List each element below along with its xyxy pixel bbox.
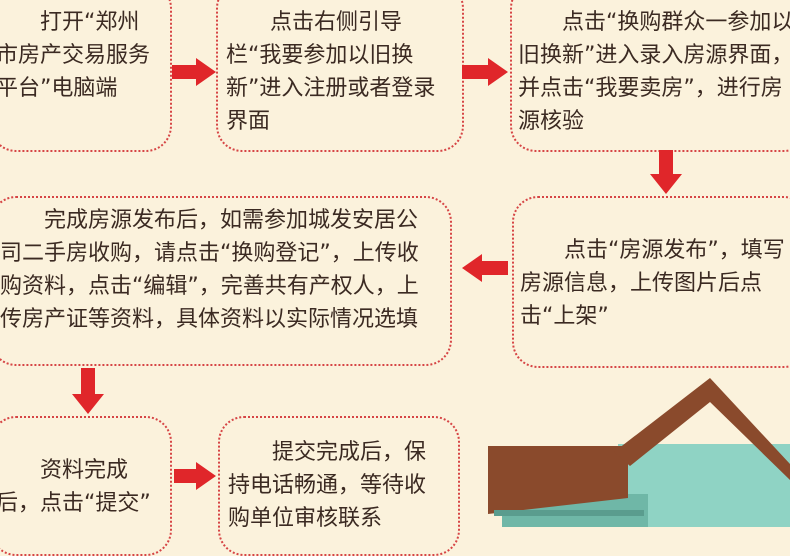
step-1-box: 打开“郑州市房产交易服务平台”电脑端 [0,0,172,152]
step-5-text: 完成房源发布后，如需参加城发安居公司二手房收购，请点击“换购登记”，上传收购资料… [0,208,419,332]
step-5-box: 完成房源发布后，如需参加城发安居公司二手房收购，请点击“换购登记”，上传收购资料… [0,196,452,366]
arrow-icon [462,254,508,282]
step-4-box: 点击“房源发布”，填写房源信息，上传图片后点击“上架” [512,196,790,368]
arrow-icon [462,58,508,86]
step-6-text: 资料完成后，点击“提交” [0,458,151,516]
arrow-icon [172,58,216,86]
step-2-box: 点击右侧引导栏“我要参加以旧换新”进入注册或者登录界面 [216,0,464,152]
step-6-box: 资料完成后，点击“提交” [0,416,172,556]
step-4-text: 点击“房源发布”，填写房源信息，上传图片后点击“上架” [520,238,785,329]
house-illustration [488,378,790,527]
step-3-text: 点击“换购群众一参加以旧换新”进入录入房源界面，并点击“我要卖房”，进行房源核验 [518,10,790,134]
arrow-icon [72,368,104,414]
arrow-icon [650,150,682,194]
step-1-text: 打开“郑州市房产交易服务平台”电脑端 [0,10,151,101]
step-7-text: 提交完成后，保持电话畅通，等待收购单位审核联系 [228,440,427,531]
step-2-text: 点击右侧引导栏“我要参加以旧换新”进入注册或者登录界面 [226,10,436,134]
step-7-box: 提交完成后，保持电话畅通，等待收购单位审核联系 [218,416,460,556]
arrow-icon [174,462,216,490]
step-3-box: 点击“换购群众一参加以旧换新”进入录入房源界面，并点击“我要卖房”，进行房源核验 [510,0,790,152]
